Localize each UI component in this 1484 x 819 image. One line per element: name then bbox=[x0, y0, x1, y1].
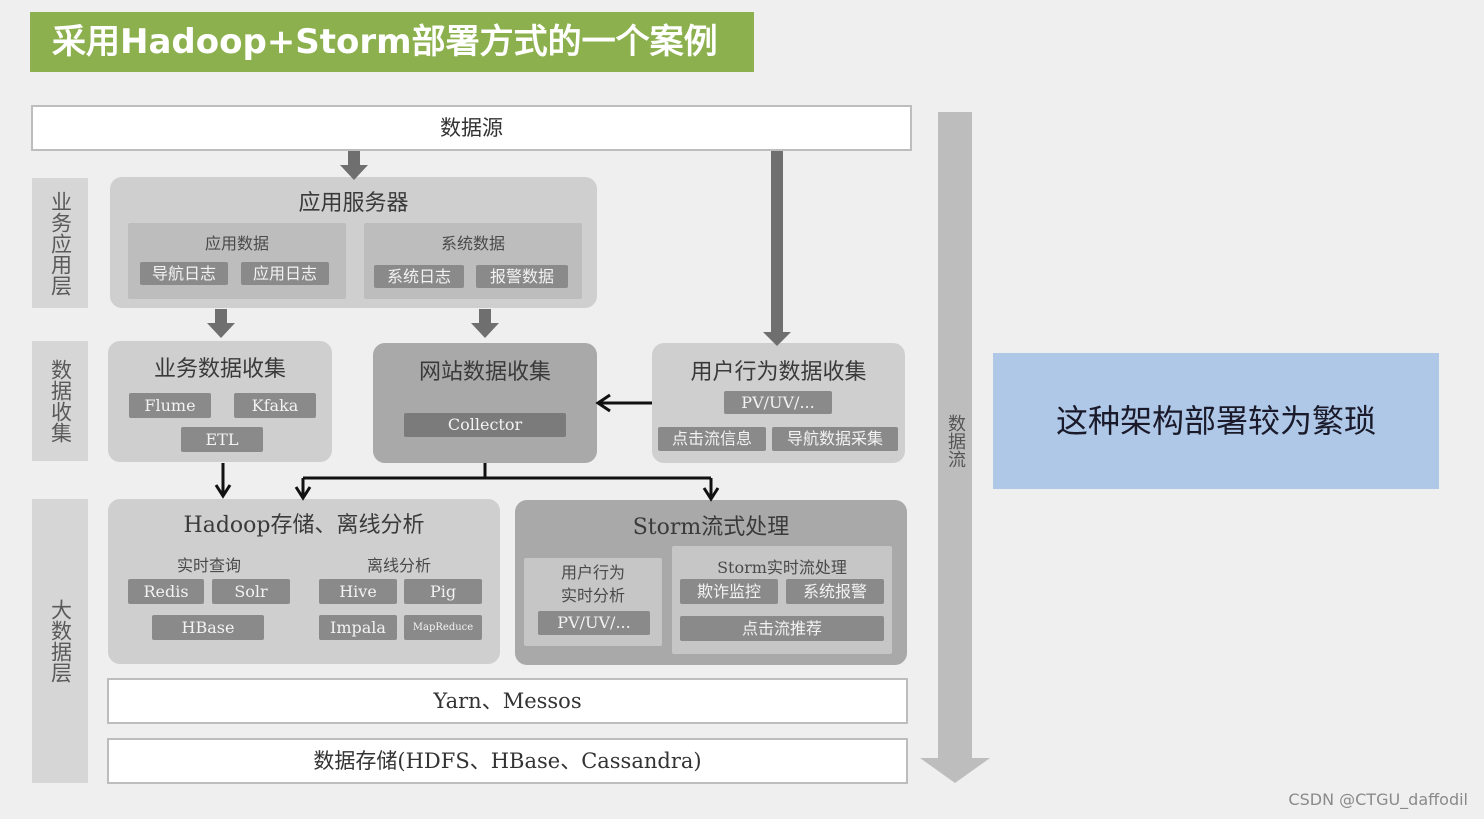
note-box: 这种架构部署较为繁琐 bbox=[993, 353, 1439, 489]
storm-user-group: 用户行为 实时分析 PV/UV/... bbox=[524, 558, 662, 646]
pv-uv-chip: PV/UV/... bbox=[724, 391, 832, 414]
app-server-panel: 应用服务器 应用数据 导航日志 应用日志 系统数据 系统日志 报警数据 bbox=[110, 177, 597, 308]
click-stream-recommend-chip: 点击流推荐 bbox=[680, 616, 884, 641]
data-flow-arrow bbox=[920, 112, 990, 783]
hadoop-title: Hadoop存储、离线分析 bbox=[183, 513, 425, 538]
sys-log-chip: 系统日志 bbox=[374, 265, 464, 288]
biz-collect-panel: 业务数据收集 Flume Kfaka ETL bbox=[108, 341, 332, 462]
yarn-label: Yarn、Messos bbox=[433, 689, 582, 713]
storm-title: Storm流式处理 bbox=[632, 515, 790, 540]
arrow-web-to-processing bbox=[294, 463, 720, 502]
data-source-box: 数据源 bbox=[31, 105, 912, 151]
app-log-chip: 应用日志 bbox=[241, 262, 329, 285]
arrow-biz-to-hadoop bbox=[214, 463, 232, 499]
yarn-box: Yarn、Messos bbox=[107, 678, 908, 724]
hive-chip: Hive bbox=[319, 579, 397, 604]
layer-label-bigdata-text: 大数据层 bbox=[48, 599, 73, 683]
offline-analysis-title: 离线分析 bbox=[366, 556, 431, 575]
sys-alarm-chip: 系统报警 bbox=[786, 579, 884, 604]
kfaka-chip: Kfaka bbox=[234, 393, 316, 418]
storage-label: 数据存储(HDFS、HBase、Cassandra) bbox=[313, 749, 702, 773]
flume-chip: Flume bbox=[129, 393, 211, 418]
hadoop-panel: Hadoop存储、离线分析 实时查询 Redis Solr HBase 离线分析… bbox=[108, 499, 500, 664]
watermark: CSDN @CTGU_daffodil bbox=[1288, 790, 1468, 809]
mapreduce-chip: MapReduce bbox=[404, 615, 482, 640]
note-text: 这种架构部署较为繁琐 bbox=[1055, 402, 1376, 440]
data-source-label: 数据源 bbox=[440, 116, 503, 140]
arrow-source-to-user bbox=[763, 151, 791, 346]
page-title: 采用Hadoop+Storm部署方式的一个案例 bbox=[30, 12, 754, 72]
arrow-source-to-app bbox=[340, 151, 368, 180]
app-data-title: 应用数据 bbox=[204, 234, 269, 253]
layer-label-business: 业务应用层 bbox=[32, 178, 88, 308]
layer-label-bigdata: 大数据层 bbox=[32, 499, 88, 783]
fraud-monitor-chip: 欺诈监控 bbox=[680, 579, 778, 604]
storm-user-title: 用户行为 实时分析 bbox=[524, 561, 662, 607]
app-server-title: 应用服务器 bbox=[298, 191, 409, 216]
etl-chip: ETL bbox=[181, 427, 263, 452]
impala-chip: Impala bbox=[319, 615, 397, 640]
data-flow-label: 数据流 bbox=[940, 414, 970, 472]
user-collect-panel: 用户行为数据收集 PV/UV/... 点击流信息 导航数据采集 bbox=[652, 343, 905, 463]
storm-realtime-group: Storm实时流处理 欺诈监控 系统报警 点击流推荐 bbox=[672, 546, 892, 654]
storm-user-title-line2: 实时分析 bbox=[560, 586, 625, 605]
storm-realtime-title: Storm实时流处理 bbox=[717, 558, 847, 577]
sys-data-title: 系统数据 bbox=[440, 234, 505, 253]
biz-collect-title: 业务数据收集 bbox=[153, 357, 286, 382]
alarm-data-chip: 报警数据 bbox=[476, 265, 568, 288]
solr-chip: Solr bbox=[212, 579, 290, 604]
storm-pv-uv-chip: PV/UV/... bbox=[538, 611, 650, 635]
nav-data-collect-chip: 导航数据采集 bbox=[772, 427, 898, 451]
hbase-chip: HBase bbox=[152, 615, 264, 640]
pig-chip: Pig bbox=[404, 579, 482, 604]
data-flow-label-text: 数据流 bbox=[945, 414, 966, 468]
storage-box: 数据存储(HDFS、HBase、Cassandra) bbox=[107, 738, 908, 784]
layer-label-business-text: 业务应用层 bbox=[48, 190, 73, 296]
storm-panel: Storm流式处理 用户行为 实时分析 PV/UV/... Storm实时流处理… bbox=[515, 500, 907, 665]
arrow-user-to-web bbox=[595, 393, 652, 413]
collector-chip: Collector bbox=[404, 413, 566, 437]
arrow-app-to-biz bbox=[207, 309, 235, 338]
click-stream-info-chip: 点击流信息 bbox=[658, 427, 766, 451]
storm-user-title-line1: 用户行为 bbox=[560, 563, 625, 582]
layer-label-collect-text: 数据收集 bbox=[48, 359, 73, 443]
redis-chip: Redis bbox=[128, 579, 204, 604]
user-collect-title: 用户行为数据收集 bbox=[690, 360, 867, 385]
realtime-query-title: 实时查询 bbox=[176, 556, 241, 575]
web-collect-panel: 网站数据收集 Collector bbox=[373, 343, 597, 463]
web-collect-title: 网站数据收集 bbox=[418, 360, 551, 385]
nav-log-chip: 导航日志 bbox=[140, 262, 228, 285]
app-data-group: 应用数据 导航日志 应用日志 bbox=[128, 223, 346, 299]
sys-data-group: 系统数据 系统日志 报警数据 bbox=[364, 223, 582, 299]
arrow-app-to-web bbox=[471, 309, 499, 338]
layer-label-collect: 数据收集 bbox=[32, 341, 88, 461]
